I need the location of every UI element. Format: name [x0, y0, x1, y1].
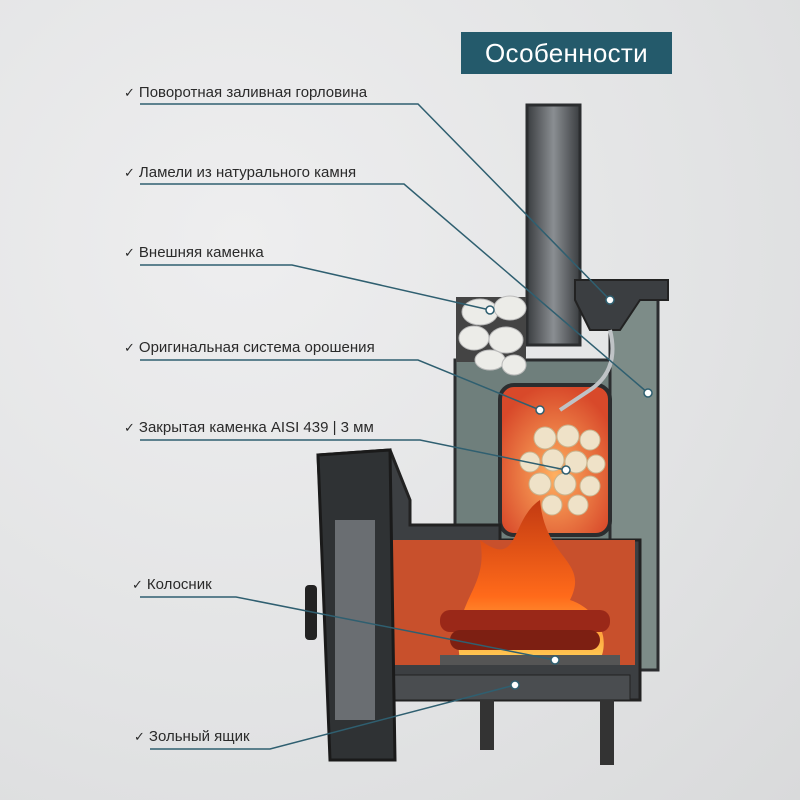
leader-line-6 — [140, 596, 556, 661]
irrigation-pipe — [558, 329, 615, 412]
feature-label: Оригинальная система орошения — [138, 339, 375, 356]
feature-label: Зольный ящик — [148, 728, 250, 745]
filler-neck — [574, 279, 669, 331]
feature-ash-box: ✓Зольный ящик — [134, 728, 250, 745]
chimney — [525, 103, 582, 347]
leader-line-3 — [140, 264, 491, 311]
feature-label: Внешняя каменка — [138, 244, 264, 261]
grate — [440, 655, 620, 665]
leader-line-2 — [140, 183, 649, 394]
heater-balls — [519, 424, 606, 516]
leader-dots — [485, 295, 653, 690]
leader-line-7 — [150, 684, 516, 750]
logs — [440, 610, 610, 650]
feature-label: Ламели из натурального камня — [138, 164, 357, 181]
check-icon: ✓ — [124, 165, 135, 180]
page-title: Особенности — [461, 32, 672, 74]
feature-closed-heater: ✓Закрытая каменка AISI 439 | 3 мм — [124, 419, 374, 436]
check-icon: ✓ — [124, 85, 135, 100]
feature-grate: ✓Колосник — [132, 576, 212, 593]
check-icon: ✓ — [124, 420, 135, 435]
check-icon: ✓ — [134, 729, 145, 744]
feature-label: Закрытая каменка AISI 439 | 3 мм — [138, 419, 374, 436]
feature-external-heater: ✓Внешняя каменка — [124, 244, 264, 261]
check-icon: ✓ — [124, 340, 135, 355]
check-icon: ✓ — [132, 577, 143, 592]
leader-line-5 — [140, 439, 567, 471]
feature-irrigation: ✓Оригинальная система орошения — [124, 339, 375, 356]
feature-label: Колосник — [146, 576, 212, 593]
feature-stone-lamellae: ✓Ламели из натурального камня — [124, 164, 356, 181]
leader-lines — [140, 103, 649, 750]
feature-label: Поворотная заливная горловина — [138, 84, 368, 101]
leader-line-4 — [140, 359, 541, 411]
leader-line-1 — [140, 103, 611, 301]
feature-filler-neck: ✓Поворотная заливная горловина — [124, 84, 367, 101]
check-icon: ✓ — [124, 245, 135, 260]
